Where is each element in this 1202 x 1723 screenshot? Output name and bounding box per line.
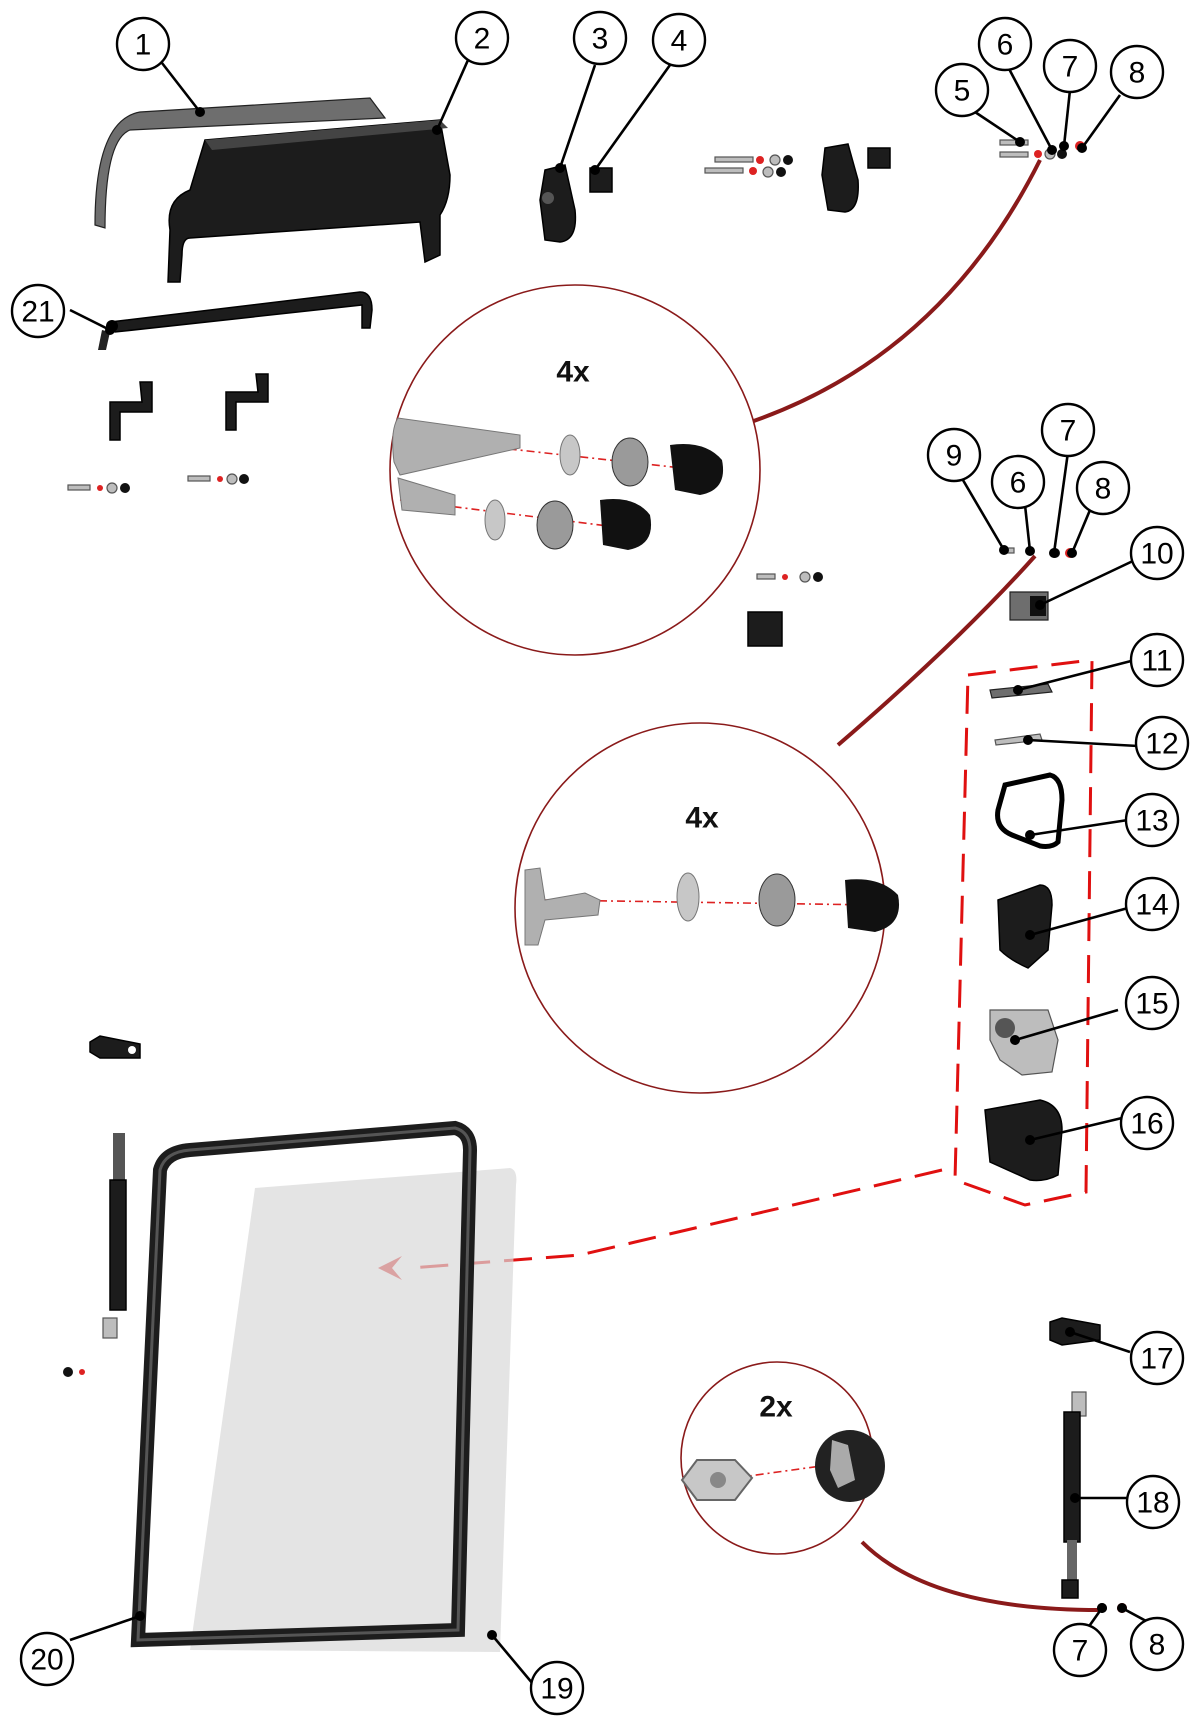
svg-text:6: 6 xyxy=(997,29,1014,62)
svg-text:18: 18 xyxy=(1136,1487,1169,1520)
callout-21: 21 xyxy=(10,283,66,339)
fastener-set-top-middle xyxy=(704,154,793,178)
detail-view-3: 2x xyxy=(680,1361,885,1555)
detail-3-quantity: 2x xyxy=(759,1391,793,1424)
part-21-rod xyxy=(98,291,373,350)
callout-6b: 6 xyxy=(990,454,1046,510)
z-bracket-right xyxy=(225,373,269,431)
part-20-window-frame xyxy=(130,1120,478,1648)
callout-18: 18 xyxy=(1125,1474,1181,1530)
svg-text:14: 14 xyxy=(1135,889,1168,922)
svg-text:8: 8 xyxy=(1149,1629,1166,1662)
svg-text:15: 15 xyxy=(1135,988,1168,1021)
svg-text:20: 20 xyxy=(30,1644,63,1677)
fastener-set-middle-right xyxy=(1001,547,1075,558)
fastener-set-top-right xyxy=(999,139,1085,160)
callout-7b: 7 xyxy=(1040,402,1096,458)
svg-text:8: 8 xyxy=(1095,473,1112,506)
detail-view-2: 4x xyxy=(514,722,900,1094)
svg-text:9: 9 xyxy=(946,440,963,473)
callout-17: 17 xyxy=(1129,1330,1185,1386)
part-19-glass-pane xyxy=(190,1168,517,1652)
svg-text:13: 13 xyxy=(1135,805,1168,838)
callout-20: 20 xyxy=(19,1631,75,1687)
part-14-cover xyxy=(997,884,1053,969)
callout-3: 3 xyxy=(572,10,628,66)
gas-strut-left xyxy=(63,1035,141,1377)
part-18-gas-strut xyxy=(1061,1391,1087,1599)
callout-1: 1 xyxy=(115,16,171,72)
svg-text:19: 19 xyxy=(540,1673,573,1706)
callout-5: 5 xyxy=(934,62,990,118)
svg-text:8: 8 xyxy=(1129,57,1146,90)
detail-view-1: 4x xyxy=(389,284,761,656)
callout-8c: 8 xyxy=(1129,1616,1185,1672)
detail-leader-1 xyxy=(741,159,1042,427)
callout-13: 13 xyxy=(1124,792,1180,848)
callout-4: 4 xyxy=(651,12,707,68)
fastener-set-center xyxy=(756,571,823,583)
callout-leaders xyxy=(69,59,1149,1691)
block-center xyxy=(747,611,783,647)
svg-text:6: 6 xyxy=(1010,467,1027,500)
svg-text:2: 2 xyxy=(474,23,491,56)
callout-2: 2 xyxy=(454,10,510,66)
svg-text:7: 7 xyxy=(1072,1635,1089,1668)
svg-text:12: 12 xyxy=(1145,728,1178,761)
callout-8: 8 xyxy=(1109,44,1165,100)
svg-text:21: 21 xyxy=(21,296,54,329)
part-13-gasket xyxy=(995,772,1065,849)
part-3-hinge-block xyxy=(539,164,577,243)
svg-text:7: 7 xyxy=(1060,415,1077,448)
hinge-block-top-right xyxy=(821,143,891,213)
svg-text:11: 11 xyxy=(1141,645,1172,678)
callout-11: 11 xyxy=(1129,632,1185,688)
svg-text:7: 7 xyxy=(1062,51,1079,84)
svg-text:16: 16 xyxy=(1130,1108,1163,1141)
part-17-pivot xyxy=(1049,1317,1101,1346)
svg-text:1: 1 xyxy=(135,29,152,62)
svg-text:17: 17 xyxy=(1140,1343,1173,1376)
dashed-group-outline xyxy=(953,658,1094,1207)
callout-6: 6 xyxy=(977,16,1033,72)
detail-1-quantity: 4x xyxy=(556,356,590,389)
part-16-handle-cover xyxy=(984,1099,1063,1182)
svg-text:4: 4 xyxy=(671,25,688,58)
callout-15: 15 xyxy=(1124,975,1180,1031)
part-1-frame-bar xyxy=(94,97,387,229)
callout-12: 12 xyxy=(1134,715,1190,771)
callout-bubbles: 1 2 3 4 5 6 7 8 9 6 7 8 10 11 12 13 14 1… xyxy=(10,10,1190,1716)
callout-14: 14 xyxy=(1124,876,1180,932)
fastener-set-right xyxy=(187,473,249,485)
callout-16: 16 xyxy=(1119,1095,1175,1151)
svg-text:10: 10 xyxy=(1140,538,1173,571)
part-15-lock xyxy=(989,1009,1059,1076)
z-bracket-left xyxy=(109,381,153,441)
callout-10: 10 xyxy=(1129,525,1185,581)
callout-9: 9 xyxy=(926,427,982,483)
detail-2-quantity: 4x xyxy=(685,802,719,835)
fastener-set-left xyxy=(67,482,130,494)
callout-8b: 8 xyxy=(1075,460,1131,516)
svg-text:5: 5 xyxy=(954,75,971,108)
part-2-bracket-housing xyxy=(167,119,451,283)
callout-19: 19 xyxy=(529,1660,585,1716)
detail-leader-3 xyxy=(860,1540,1101,1612)
callout-7: 7 xyxy=(1042,38,1098,94)
detail-leader-2 xyxy=(836,554,1037,747)
callout-7c: 7 xyxy=(1052,1622,1108,1678)
svg-text:3: 3 xyxy=(592,23,609,56)
